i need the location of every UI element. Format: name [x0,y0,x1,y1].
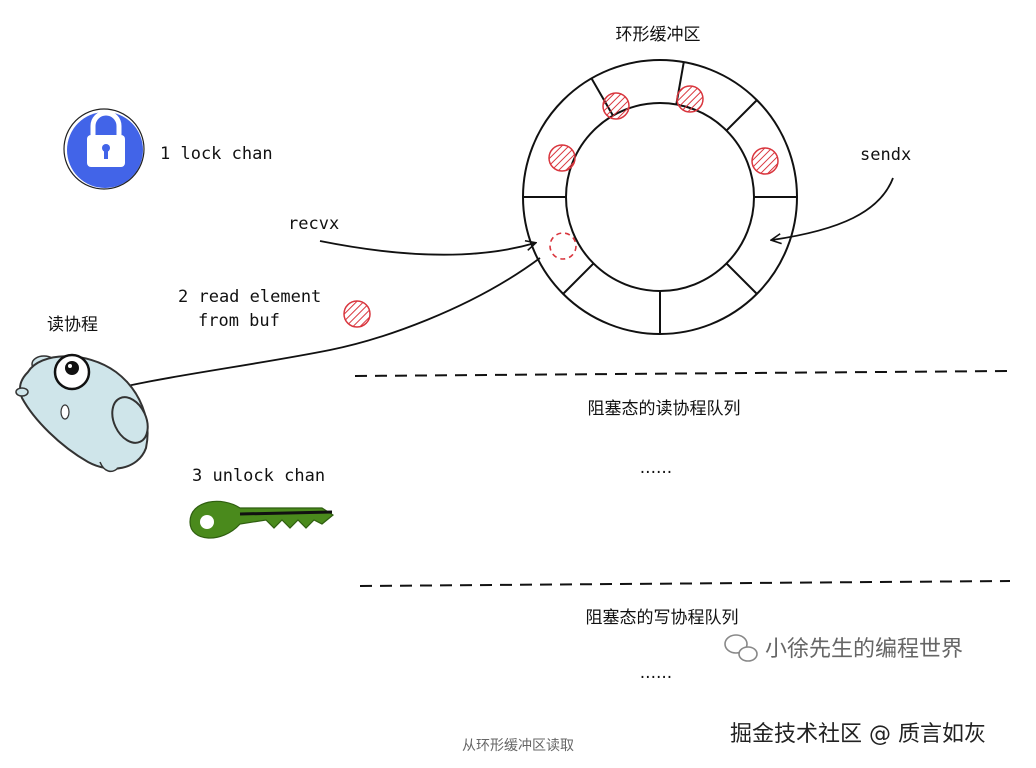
ring-slot-element [602,92,630,120]
read-arrow [118,257,541,388]
ring-slot-element [676,85,704,113]
key-icon [189,500,335,539]
recv-queue-ellipsis: ...... [640,458,672,478]
step-unlock-label: 3 unlock chan [192,466,325,486]
send-queue-label: 阻塞态的写协程队列 [586,608,739,628]
ring-slot-element [548,144,576,172]
lock-icon [63,108,145,190]
ring-filled-slots [548,85,779,175]
ring-inner-edge [565,102,755,292]
figure-caption: 从环形缓冲区读取 [462,737,574,754]
ring-slot-emptied [549,232,577,260]
step-lock-label: 1 lock chan [160,144,273,164]
sendx-arrow [772,177,894,240]
recv-queue-label: 阻塞态的读协程队列 [588,399,741,419]
send-queue-ellipsis: ...... [640,663,672,683]
ring-slot-divider [725,262,758,295]
ring-slot-divider [562,262,595,295]
step-read-label-line2: from buf [198,311,280,331]
queue-separator-top [354,370,1011,377]
read-element-icon [343,300,371,328]
ring-buffer: 环形缓冲区 [522,25,798,335]
step-read-label-line1: 2 read element [178,287,321,307]
ring-buffer-title: 环形缓冲区 [616,25,701,45]
wechat-icon [724,634,758,662]
juejin-watermark: 掘金技术社区 @ 质言如灰 [730,722,986,747]
wechat-watermark: 小徐先生的编程世界 [765,637,963,662]
recvx-arrow [319,241,535,256]
ring-slot-element [751,147,779,175]
sendx-label: sendx [860,145,911,165]
ring-slot-divider [725,99,758,132]
queue-separator-bottom [359,580,1011,587]
gopher-icon [15,353,149,473]
recvx-label: recvx [288,214,339,234]
reader-goroutine-label: 读协程 [47,315,98,335]
